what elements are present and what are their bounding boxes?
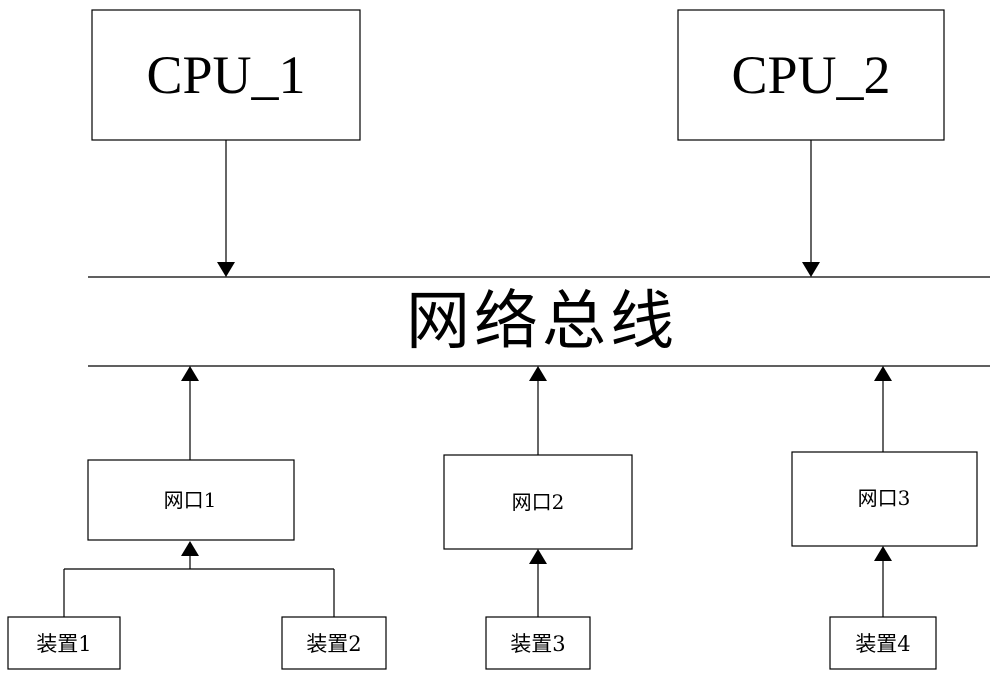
- device-4-arrowhead: [874, 546, 892, 561]
- cpu-1-arrowhead: [217, 262, 235, 277]
- device-4-node: 装置4: [829, 616, 937, 670]
- port-1-node: 网口1: [87, 459, 295, 541]
- bus-label: 网络总线: [406, 285, 678, 359]
- cpu-2-node: CPU_2: [677, 9, 945, 141]
- port-1-box: [87, 459, 295, 541]
- port-2-arrowhead: [529, 366, 547, 381]
- device-4-label: 装置4: [855, 632, 910, 656]
- port-3-arrowhead: [874, 366, 892, 381]
- port-2-box: [443, 454, 633, 550]
- device-1-label: 装置1: [36, 632, 91, 656]
- cpu-1-box: [91, 9, 361, 141]
- device-3-label: 装置3: [510, 632, 565, 656]
- device-2-node: 装置2: [281, 616, 387, 670]
- device-1-node: 装置1: [7, 616, 121, 670]
- port-2-node: 网口2: [443, 454, 633, 550]
- device-2-box: [281, 616, 387, 670]
- port-2-label: 网口2: [512, 490, 565, 514]
- device-3-box: [485, 616, 591, 670]
- cpu-2-label: CPU_2: [731, 45, 890, 105]
- cpu-2-box: [677, 9, 945, 141]
- port-3-box: [791, 451, 978, 547]
- cpu-1-label: CPU_1: [146, 45, 305, 105]
- cpu-2-arrowhead: [802, 262, 820, 277]
- device-3-node: 装置3: [485, 616, 591, 670]
- port-3-node: 网口3: [791, 451, 978, 547]
- port-3-label: 网口3: [858, 486, 911, 510]
- port-1-label: 网口1: [164, 488, 217, 512]
- device-3-arrowhead: [529, 549, 547, 564]
- device-1-box: [7, 616, 121, 670]
- cpu-1-node: CPU_1: [91, 9, 361, 141]
- device-4-box: [829, 616, 937, 670]
- port-1-arrowhead: [181, 366, 199, 381]
- merge-to-port-1-arrowhead: [181, 541, 199, 556]
- device-2-label: 装置2: [306, 632, 361, 656]
